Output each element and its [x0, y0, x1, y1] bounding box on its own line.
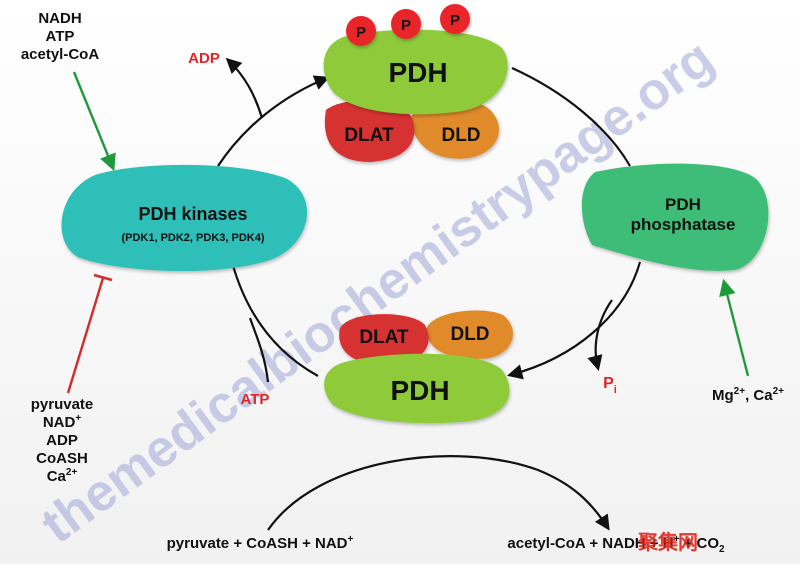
pdh-kinases-title: PDH kinases [138, 204, 247, 224]
adp-release-arrow [225, 57, 264, 119]
inhibitor-ca: Ca2+ [47, 467, 78, 485]
adp-label: ADP [188, 50, 220, 67]
pdh-phosphatase-shape [581, 163, 769, 271]
reaction-products: acetyl-CoA + NADH + H+ + CO2 [507, 534, 725, 555]
kinase-to-top-arc [217, 75, 330, 167]
inhibitor-coash: CoASH [36, 450, 88, 467]
top-dld-label: DLD [441, 125, 480, 146]
activator-atp: ATP [46, 28, 75, 45]
phosphate-label: P [401, 17, 411, 34]
reaction-arc [267, 455, 610, 531]
top-pdh-label: PDH [388, 57, 447, 88]
atp-label: ATP [241, 391, 270, 408]
phosphate-label: P [356, 24, 366, 41]
bottom-dld-label: DLD [450, 324, 489, 345]
phosphatase-activators: Mg2+, Ca2+ [712, 386, 784, 404]
inhibitor-pyruvate: pyruvate [31, 396, 94, 413]
kinase-inhibitors: pyruvate NAD+ ADP CoASH Ca2+ [31, 396, 94, 485]
phosphate-group-2: P [391, 9, 421, 39]
top-to-phosphatase-arc [511, 66, 631, 167]
pdh-phosphatase-line2: phosphatase [631, 215, 736, 234]
inhibitor-adp: ADP [46, 432, 78, 449]
phosphatase-to-bottom-arc [507, 261, 642, 380]
inhibitor-nad: NAD+ [43, 413, 82, 431]
phosphate-group-3: P [440, 4, 470, 34]
top-dlat-shape [324, 100, 415, 162]
pdh-phosphatase-line1: PDH [665, 195, 701, 214]
phosphate-label: P [450, 12, 460, 29]
bottom-dld-shape [426, 310, 513, 360]
kinase-activator-arrow [72, 71, 116, 172]
reaction-substrates: pyruvate + CoASH + NAD+ [167, 534, 354, 552]
top-dld-shape [410, 100, 500, 159]
activator-acetyl-coa: acetyl-CoA [21, 46, 100, 63]
pi-label: Pi [603, 375, 617, 396]
top-pdh-shape [323, 29, 508, 115]
bottom-pdh-label: PDH [390, 375, 449, 406]
corner-logo: 聚集网 [637, 530, 698, 554]
bottom-pdh-shape [324, 353, 510, 424]
activator-nadh: NADH [38, 10, 81, 27]
kinase-inhibitor-bar [93, 273, 113, 282]
kinase-inhibitor-line [66, 277, 105, 394]
bottom-to-kinase-arc [230, 261, 319, 377]
phosphate-group-1: P [346, 16, 376, 46]
kinase-activators: NADH ATP acetyl-CoA [21, 10, 100, 63]
top-dlat-label: DLAT [344, 125, 394, 146]
atp-consume-arc [248, 317, 270, 383]
bottom-dlat-label: DLAT [359, 327, 409, 348]
pi-release-arrow [587, 299, 613, 371]
pdh-kinases-shape [61, 164, 308, 272]
bottom-dlat-shape [339, 314, 429, 366]
pdh-kinases-subtitle: (PDK1, PDK2, PDK3, PDK4) [121, 232, 264, 244]
phosphatase-activator-arrow [719, 278, 750, 377]
